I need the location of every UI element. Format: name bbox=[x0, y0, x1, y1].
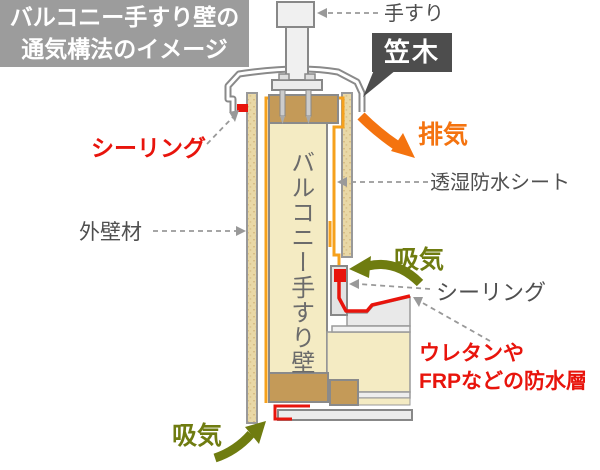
pointer-head-sheet bbox=[337, 177, 347, 187]
intake-arrow-right bbox=[366, 259, 424, 287]
post-base-plate bbox=[271, 79, 323, 91]
floor-cream-lower bbox=[355, 397, 411, 406]
label-wall-core-vertical: バルコニー手すり壁 bbox=[286, 150, 314, 375]
handrail-grip bbox=[276, 1, 315, 28]
label-intake-right: 吸気 bbox=[394, 246, 445, 274]
pointer-head-sealing-right bbox=[349, 279, 359, 289]
screw-shaft-left bbox=[279, 89, 286, 117]
pointer-head-exterior bbox=[236, 226, 246, 236]
intake-arrow-bottom bbox=[213, 430, 255, 463]
diagram-title-line2: 通気構法のイメージ bbox=[21, 35, 228, 62]
waterproof-edge-wrap bbox=[273, 404, 310, 421]
sealing-point-left bbox=[237, 104, 248, 112]
coping-backing-lumber bbox=[268, 94, 339, 124]
balcony-slab-lower bbox=[331, 325, 411, 333]
diagram-title: バルコニー手すり壁の 通気構法のイメージ bbox=[0, 0, 249, 67]
bottom-lumber-a bbox=[268, 372, 329, 403]
pointer-head-waterproof bbox=[413, 297, 423, 307]
label-sealing-right: シーリング bbox=[436, 280, 547, 305]
label-handrail: 手すり bbox=[384, 3, 444, 25]
screw-head-left bbox=[278, 73, 290, 81]
label-coping-tag: 笠木 bbox=[372, 33, 452, 72]
bottom-lumber-b bbox=[329, 379, 359, 406]
intake-arrowhead-bottom bbox=[245, 421, 266, 444]
label-exhaust: 排気 bbox=[418, 121, 469, 149]
label-waterproof-line2: FRPなどの防水層 bbox=[419, 369, 587, 393]
label-waterproof-layer: ウレタンや FRPなどの防水層 bbox=[419, 340, 587, 395]
pointer-waterproof bbox=[420, 301, 491, 342]
waterproof-membrane-line bbox=[337, 281, 411, 313]
exhaust-arrowhead bbox=[391, 133, 415, 158]
exhaust-arrow bbox=[357, 112, 399, 150]
coping-tag-tail bbox=[363, 70, 396, 97]
label-breathable-sheet: 透湿防水シート bbox=[430, 172, 570, 194]
label-exterior-wall: 外壁材 bbox=[79, 221, 142, 244]
screw-tip-right bbox=[306, 116, 311, 124]
label-waterproof-line1: ウレタンや bbox=[419, 342, 524, 365]
soffit-strip bbox=[277, 409, 413, 421]
label-intake-bottom: 吸気 bbox=[172, 422, 223, 450]
label-sealing-left: シーリング bbox=[91, 135, 206, 161]
exterior-board-left bbox=[246, 92, 258, 424]
pointer-head-handrail bbox=[317, 8, 327, 18]
pointer-sealing-left bbox=[206, 116, 234, 145]
exterior-board-right bbox=[341, 92, 353, 258]
pointer-sealing-right bbox=[357, 283, 431, 290]
pointer-head-sealing-left bbox=[229, 110, 239, 122]
screw-shaft-right bbox=[305, 89, 312, 117]
screw-head-right bbox=[304, 73, 316, 81]
sealing-point-right bbox=[334, 269, 346, 282]
diagram-title-line1: バルコニー手すり壁の bbox=[9, 4, 240, 31]
intake-arrowhead-right bbox=[349, 256, 371, 278]
screw-tip-left bbox=[280, 116, 285, 124]
